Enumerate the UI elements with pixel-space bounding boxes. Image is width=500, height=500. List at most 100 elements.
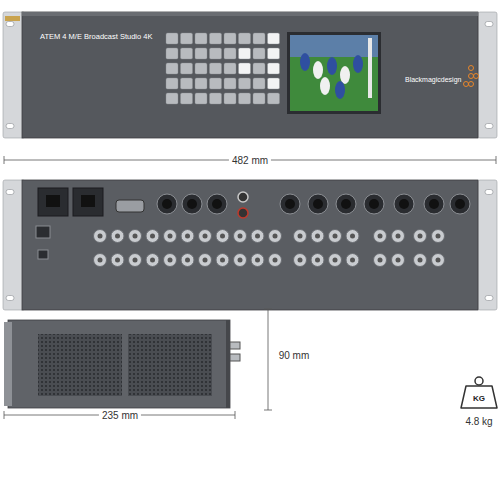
panel-key bbox=[181, 48, 193, 59]
bnc-connector bbox=[234, 230, 247, 243]
bnc-connector bbox=[251, 230, 264, 243]
ethernet-port bbox=[36, 226, 50, 238]
panel-key bbox=[166, 93, 178, 104]
front-panel bbox=[22, 12, 478, 138]
bnc-core bbox=[273, 234, 278, 239]
bnc-core bbox=[185, 234, 190, 239]
xlr-connector bbox=[207, 194, 227, 214]
bnc-connector bbox=[146, 230, 159, 243]
panel-key bbox=[253, 78, 265, 89]
xlr-core bbox=[212, 199, 222, 209]
rack-hole bbox=[485, 124, 493, 129]
power-inlet bbox=[46, 195, 60, 207]
bnc-connector bbox=[111, 230, 124, 243]
usb-port bbox=[38, 250, 48, 259]
panel-key bbox=[210, 63, 222, 74]
xlr-connector bbox=[424, 194, 444, 214]
bnc-connector bbox=[392, 254, 405, 267]
panel-key bbox=[239, 48, 251, 59]
panel-key bbox=[210, 78, 222, 89]
front-panel-top bbox=[22, 12, 478, 16]
bnc-connector bbox=[294, 230, 307, 243]
xlr-core bbox=[429, 199, 439, 209]
bnc-connector bbox=[199, 230, 212, 243]
bnc-core bbox=[115, 234, 120, 239]
panel-key bbox=[181, 33, 193, 44]
panel-key bbox=[166, 78, 178, 89]
bnc-connector bbox=[269, 254, 282, 267]
bnc-connector bbox=[432, 254, 445, 267]
bnc-connector bbox=[146, 254, 159, 267]
bnc-core bbox=[255, 234, 260, 239]
bnc-core bbox=[396, 258, 401, 263]
dimension-tick bbox=[4, 411, 5, 419]
logo-mark bbox=[469, 66, 474, 71]
xlr-connector bbox=[280, 194, 300, 214]
bnc-connector bbox=[311, 230, 324, 243]
lcd-player bbox=[327, 57, 337, 75]
dimension-line bbox=[268, 309, 269, 410]
panel-key bbox=[210, 33, 222, 44]
brand-tag bbox=[5, 16, 20, 21]
weight-handle bbox=[475, 377, 483, 385]
panel-key bbox=[268, 33, 280, 44]
xlr-core bbox=[341, 199, 351, 209]
bnc-connector bbox=[216, 230, 229, 243]
xlr-connector bbox=[308, 194, 328, 214]
bnc-core bbox=[436, 234, 441, 239]
bnc-connector bbox=[181, 230, 194, 243]
bnc-connector bbox=[181, 254, 194, 267]
lcd-player bbox=[353, 55, 363, 73]
panel-key bbox=[253, 48, 265, 59]
xlr-connector bbox=[394, 194, 414, 214]
dimension-label: 235 mm bbox=[99, 410, 141, 421]
dimension-label: 482 mm bbox=[229, 155, 271, 166]
bnc-connector bbox=[294, 254, 307, 267]
xlr-connector bbox=[182, 194, 202, 214]
serial-port bbox=[116, 200, 144, 212]
panel-key bbox=[224, 48, 236, 59]
panel-key bbox=[253, 33, 265, 44]
side-body bbox=[8, 320, 230, 408]
panel-key bbox=[239, 78, 251, 89]
bnc-core bbox=[238, 258, 243, 263]
panel-key bbox=[181, 63, 193, 74]
bnc-connector bbox=[129, 230, 142, 243]
xlr-core bbox=[455, 199, 465, 209]
rack-hole bbox=[6, 190, 14, 195]
bnc-core bbox=[98, 234, 103, 239]
bnc-connector bbox=[346, 230, 359, 243]
bnc-connector bbox=[234, 254, 247, 267]
panel-key bbox=[239, 33, 251, 44]
bnc-core bbox=[98, 258, 103, 263]
bnc-core bbox=[220, 258, 225, 263]
bnc-connector bbox=[94, 254, 107, 267]
bnc-connector bbox=[346, 254, 359, 267]
panel-key bbox=[253, 63, 265, 74]
logo-mark bbox=[469, 82, 474, 87]
xlr-core bbox=[162, 199, 172, 209]
bnc-connector bbox=[216, 254, 229, 267]
xlr-connector bbox=[450, 194, 470, 214]
bnc-connector bbox=[432, 230, 445, 243]
bnc-connector bbox=[164, 230, 177, 243]
side-connector bbox=[230, 354, 240, 361]
power-socket bbox=[38, 188, 68, 216]
bnc-connector bbox=[199, 254, 212, 267]
bnc-connector bbox=[414, 230, 427, 243]
lcd-player bbox=[313, 61, 323, 79]
bnc-core bbox=[238, 234, 243, 239]
rack-ear bbox=[478, 12, 497, 138]
panel-key bbox=[195, 93, 207, 104]
xlr-connector bbox=[364, 194, 384, 214]
xlr-core bbox=[187, 199, 197, 209]
side-front-lip bbox=[4, 322, 12, 406]
panel-key bbox=[210, 93, 222, 104]
bnc-core bbox=[298, 234, 303, 239]
weight-icon bbox=[461, 386, 497, 408]
panel-key bbox=[195, 78, 207, 89]
bnc-core bbox=[133, 234, 138, 239]
panel-key bbox=[268, 48, 280, 59]
panel-key bbox=[166, 48, 178, 59]
logo-mark bbox=[474, 74, 479, 79]
